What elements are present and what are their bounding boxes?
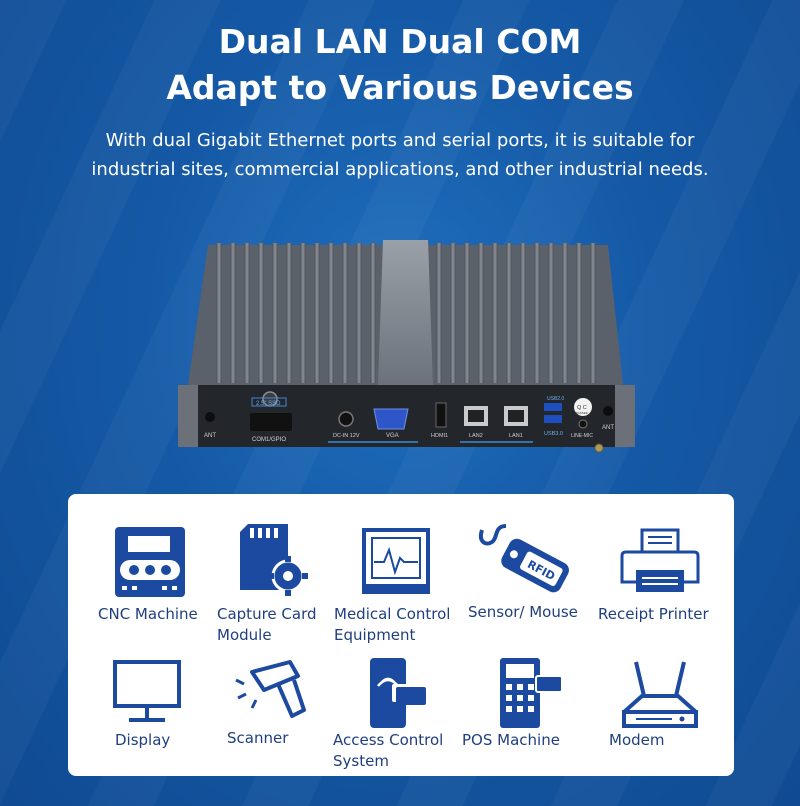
- sensor-label: Sensor/ Mouse: [468, 603, 578, 621]
- cnc-machine-label: CNC Machine: [98, 605, 198, 623]
- display-icon: [113, 660, 181, 722]
- app-pos-machine: [461, 654, 591, 784]
- ant-right-label: ANT: [602, 425, 614, 431]
- app-access-control: [331, 654, 461, 784]
- vga-label: VGA: [386, 433, 399, 439]
- capture-card-label-1: Capture Card: [217, 605, 317, 623]
- hdmi-port: [435, 402, 447, 428]
- mic-port: [578, 419, 588, 429]
- ant-left-label: ANT: [204, 433, 216, 439]
- lan2-label: LAN2: [469, 433, 483, 439]
- lan1-label: LAN1: [509, 433, 523, 439]
- pos-machine-icon: [500, 658, 563, 728]
- access-label-2: System: [333, 752, 389, 770]
- headline-line-1: Dual LAN Dual COM: [218, 22, 582, 61]
- hdmi-label: HDMI1: [431, 433, 448, 439]
- medical-label-2: Equipment: [334, 626, 416, 644]
- headline-line-2: Adapt to Various Devices: [166, 68, 634, 107]
- applications-panel: CNC Machine Capture Card Module: [68, 494, 734, 776]
- capture-card-label-2: Module: [217, 626, 272, 644]
- usb-port-bottom: [544, 415, 562, 423]
- app-sensor-mouse: RFID: [461, 516, 591, 646]
- usb2-label: USB2.0: [547, 396, 564, 402]
- access-control-icon: [370, 658, 426, 728]
- antenna-port-left: [205, 412, 215, 422]
- medical-monitor-icon: [362, 528, 430, 594]
- mic-label: LINE-MIC: [571, 433, 593, 439]
- scanner-label: Scanner: [227, 729, 289, 747]
- app-capture-card: [208, 516, 338, 646]
- printer-label: Receipt Printer: [598, 605, 709, 623]
- receipt-printer-icon: [620, 528, 700, 592]
- dc-label: DC-IN 12V: [333, 433, 360, 439]
- qc-label: Q C: [577, 405, 587, 411]
- pos-label: POS Machine: [462, 731, 560, 749]
- barcode-scanner-icon: [235, 660, 306, 718]
- com-label: COM1/GPIO: [252, 437, 286, 443]
- qc-passed-label: PASSED: [576, 411, 589, 415]
- mini-pc-image: ANT 2.5" SSD COM1/GPIO DC-IN 12V VGA HDM…: [178, 235, 638, 460]
- vga-port: [373, 408, 409, 430]
- capture-card-icon: [240, 524, 308, 596]
- description-line-2: industrial sites, commercial application…: [91, 159, 709, 180]
- access-label-1: Access Control: [333, 731, 444, 749]
- usb-port-top: [544, 403, 562, 411]
- usb3-label: USB3.0: [544, 431, 563, 437]
- modem-router-icon: [622, 661, 698, 728]
- app-receipt-printer: [595, 516, 725, 646]
- dc-port: [338, 411, 354, 427]
- app-scanner: [208, 654, 338, 784]
- display-label: Display: [115, 731, 171, 749]
- modem-label: Modem: [609, 731, 665, 749]
- app-modem: [595, 654, 725, 784]
- cnc-machine-icon: [115, 527, 185, 597]
- antenna-port-right: [603, 406, 613, 416]
- ssd-label: 2.5" SSD: [256, 401, 281, 407]
- heatsink-fins: [216, 243, 596, 383]
- medical-label-1: Medical Control: [334, 605, 451, 623]
- app-display: [82, 654, 212, 784]
- description-line-1: With dual Gigabit Ethernet ports and ser…: [105, 130, 695, 151]
- app-medical-control: [331, 516, 461, 646]
- com-port: [250, 413, 292, 431]
- rfid-tag-icon: RFID: [479, 524, 569, 593]
- app-cnc-machine: [85, 516, 215, 646]
